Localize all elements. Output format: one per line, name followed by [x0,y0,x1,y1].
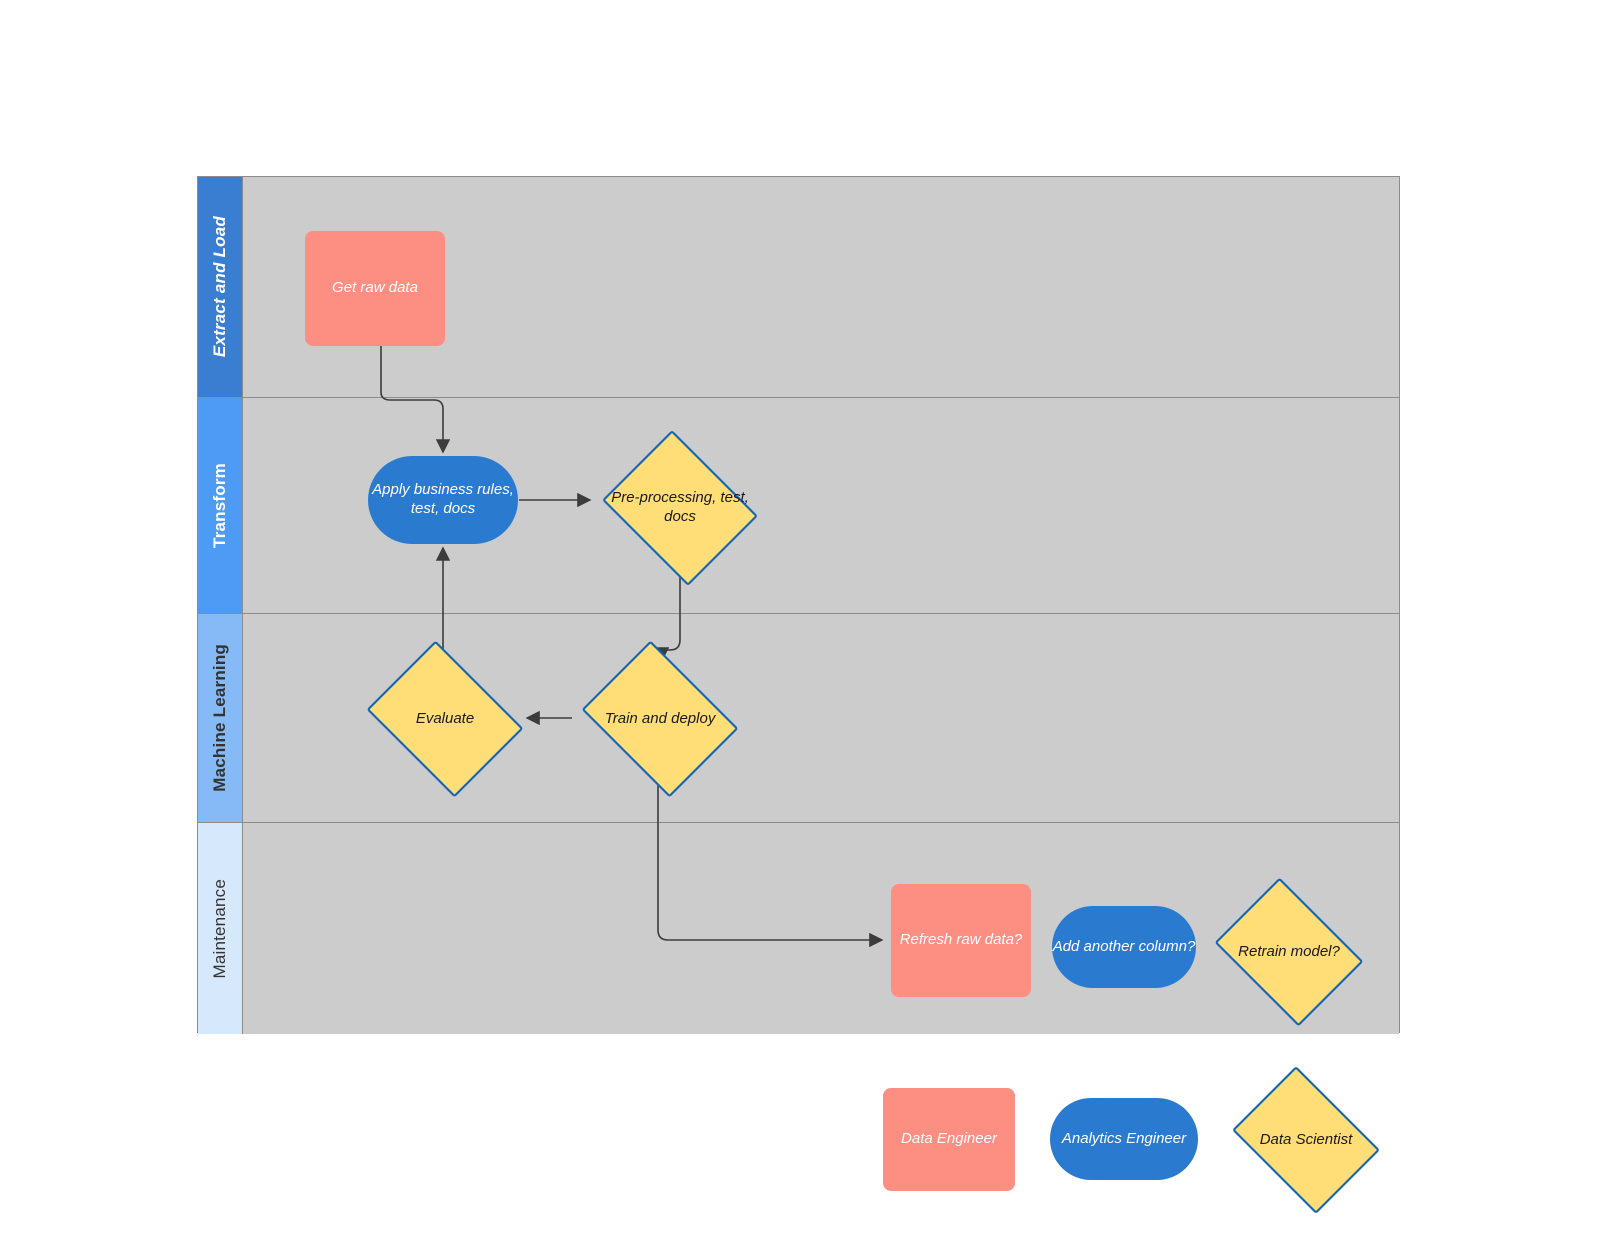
lane-label: Machine Learning [210,644,229,792]
legend-item-data-scientist[interactable]: Data Scientist [1222,1066,1390,1214]
node-label: Get raw data [332,279,418,297]
node-evaluate[interactable]: Evaluate [357,640,533,798]
node-label: Evaluate [415,709,475,727]
node-add-another-column[interactable]: Add another column? [1052,906,1196,988]
lane-label: Extract and Load [210,216,229,358]
lane-header-transform[interactable]: Transform [198,398,243,613]
node-pre-processing[interactable]: Pre-processing, test, docs [594,430,766,586]
node-get-raw-data[interactable]: Get raw data [305,231,445,346]
node-label: Retrain model? [1238,942,1340,960]
lane-label: Transform [210,463,229,548]
node-retrain-model[interactable]: Retrain model? [1205,877,1373,1027]
node-label: Pre-processing, test, docs [611,489,749,525]
node-apply-business-rules[interactable]: Apply business rules, test, docs [368,456,518,544]
node-refresh-raw-data[interactable]: Refresh raw data? [891,884,1031,997]
node-label: Refresh raw data? [899,931,1023,949]
lane-label: Maintenance [210,878,229,979]
legend-label: Data Scientist [1259,1130,1353,1148]
node-label: Add another column? [1052,937,1196,955]
lane-header-maintenance[interactable]: Maintenance [198,823,243,1034]
node-label: Apply business rules, test, docs [372,481,514,517]
node-label: Train and deploy [604,709,716,727]
node-train-and-deploy[interactable]: Train and deploy [572,640,748,798]
legend-label: Data Engineer [901,1130,997,1148]
lane-header-machine-learning[interactable]: Machine Learning [198,614,243,822]
legend-item-data-engineer[interactable]: Data Engineer [883,1088,1015,1191]
legend-item-analytics-engineer[interactable]: Analytics Engineer [1050,1098,1198,1180]
lane-header-extract-and-load[interactable]: Extract and Load [198,177,243,397]
legend-label: Analytics Engineer [1061,1129,1187,1147]
